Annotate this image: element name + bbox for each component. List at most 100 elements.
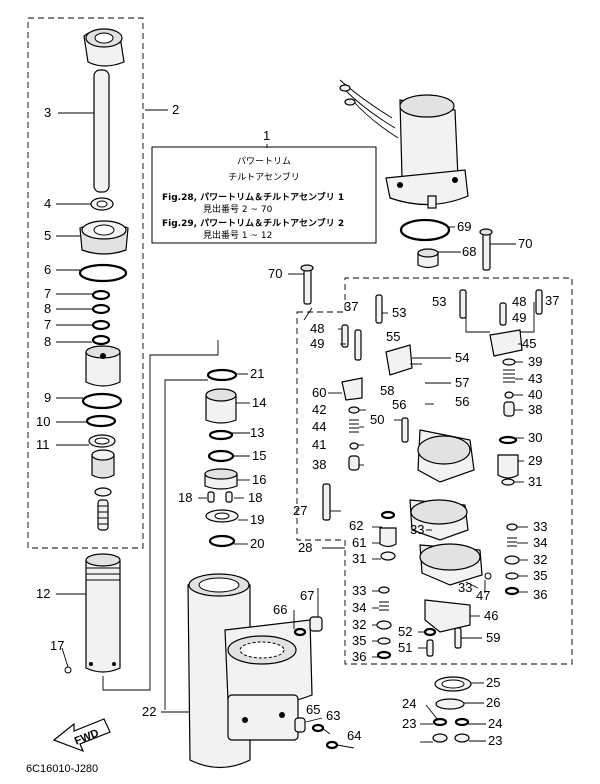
callout-44: 44 xyxy=(312,419,326,434)
callout-68: 68 xyxy=(462,244,476,259)
callout-35b: 35 xyxy=(352,633,366,648)
callout-37a: 37 xyxy=(344,299,358,314)
callout-40: 40 xyxy=(528,387,542,402)
callout-24b: 24 xyxy=(488,716,502,731)
callout-43: 43 xyxy=(528,371,542,386)
callout-2: 2 xyxy=(172,102,179,117)
callout-7b: 7 xyxy=(44,317,51,332)
callout-49a: 49 xyxy=(310,336,324,351)
callout-57: 57 xyxy=(455,375,469,390)
title-line-5: Fig.29, パワートリム＆チルトアセンブリ 2 xyxy=(162,217,344,229)
callout-25: 25 xyxy=(486,675,500,690)
title-line-6: 見出番号 1 ~ 12 xyxy=(203,229,272,241)
callout-48a: 48 xyxy=(310,321,324,336)
tilt-rod-assembly xyxy=(64,28,219,691)
group-box-28 xyxy=(296,277,573,665)
callout-47: 47 xyxy=(476,588,490,603)
callout-18a: 18 xyxy=(178,490,192,505)
title-box: パワートリム チルトアセンブリ Fig.28, パワートリム＆チルトアセンブリ … xyxy=(151,146,377,244)
pump-assembly xyxy=(300,228,543,660)
callout-63: 63 xyxy=(326,708,340,723)
callout-23b: 23 xyxy=(488,733,502,748)
callout-69: 69 xyxy=(457,219,471,234)
callout-56b: 56 xyxy=(455,394,469,409)
callout-36b: 36 xyxy=(352,649,366,664)
callout-18b: 18 xyxy=(248,490,262,505)
callout-31a: 31 xyxy=(528,474,542,489)
callout-58: 58 xyxy=(380,383,394,398)
callout-33b: 33 xyxy=(533,519,547,534)
callout-26: 26 xyxy=(486,695,500,710)
callout-16: 16 xyxy=(252,472,266,487)
trim-motor xyxy=(339,79,469,269)
callout-53a: 53 xyxy=(392,305,406,320)
callout-9: 9 xyxy=(44,390,51,405)
callout-59: 59 xyxy=(486,630,500,645)
callout-32a: 32 xyxy=(533,552,547,567)
callout-6: 6 xyxy=(44,262,51,277)
title-line-3: Fig.28, パワートリム＆チルトアセンブリ 1 xyxy=(162,191,344,203)
callout-60: 60 xyxy=(312,385,326,400)
callout-19: 19 xyxy=(250,512,264,527)
fwd-arrow: FWD xyxy=(52,718,111,753)
callout-27: 27 xyxy=(293,503,307,518)
callout-31b: 31 xyxy=(352,551,366,566)
callout-51: 51 xyxy=(398,640,412,655)
callout-8b: 8 xyxy=(44,334,51,349)
callout-15: 15 xyxy=(252,448,266,463)
tilt-cylinder-internals xyxy=(164,368,239,710)
callout-64: 64 xyxy=(347,728,361,743)
callout-67: 67 xyxy=(300,588,314,603)
callout-5: 5 xyxy=(44,228,51,243)
callout-1: 1 xyxy=(263,128,270,143)
callout-10: 10 xyxy=(36,414,50,429)
callout-14: 14 xyxy=(252,395,266,410)
callout-46: 46 xyxy=(484,608,498,623)
callout-labels: 1 2 3 4 5 6 7 8 7 8 9 10 11 12 13 14 15 … xyxy=(36,102,559,748)
callout-28: 28 xyxy=(298,540,312,555)
title-line-2: チルトアセンブリ xyxy=(228,171,300,183)
callout-32b: 32 xyxy=(352,617,366,632)
callout-36a: 36 xyxy=(533,587,547,602)
callout-41: 41 xyxy=(312,437,326,452)
callout-34a: 34 xyxy=(533,535,547,550)
callout-42: 42 xyxy=(312,402,326,417)
callout-66: 66 xyxy=(273,602,287,617)
callout-24a: 24 xyxy=(402,696,416,711)
title-line-1: パワートリム xyxy=(237,156,291,167)
leader-lines xyxy=(56,109,535,749)
seal-set xyxy=(432,676,472,743)
title-line-4: 見出番号 2 ~ 70 xyxy=(203,203,273,215)
callout-50: 50 xyxy=(370,412,384,427)
callout-54: 54 xyxy=(455,350,469,365)
callout-62: 62 xyxy=(349,518,363,533)
callout-11: 11 xyxy=(36,437,50,452)
callout-7a: 7 xyxy=(44,286,51,301)
callout-34b: 34 xyxy=(352,600,366,615)
callout-48b: 48 xyxy=(512,294,526,309)
callout-20: 20 xyxy=(250,536,264,551)
callout-4: 4 xyxy=(44,196,51,211)
callout-70a: 70 xyxy=(268,266,282,281)
callout-55: 55 xyxy=(386,329,400,344)
callout-53b: 53 xyxy=(432,294,446,309)
callout-45: 45 xyxy=(522,336,536,351)
body-fittings xyxy=(293,616,339,750)
callout-65: 65 xyxy=(306,702,320,717)
callout-39: 39 xyxy=(528,354,542,369)
callout-33c: 33 xyxy=(352,583,366,598)
callout-3: 3 xyxy=(44,105,51,120)
cylinder-body xyxy=(187,573,313,769)
callout-38a: 38 xyxy=(528,402,542,417)
callout-29: 29 xyxy=(528,453,542,468)
group-box-2 xyxy=(27,17,144,549)
callout-37b: 37 xyxy=(545,293,559,308)
callout-38b: 38 xyxy=(312,457,326,472)
callout-23a: 23 xyxy=(402,716,416,731)
callout-13: 13 xyxy=(250,425,264,440)
callout-33a: 33 xyxy=(410,522,424,537)
drawing-code: 6C16010-J280 xyxy=(26,763,98,775)
callout-17: 17 xyxy=(50,638,64,653)
callout-70b: 70 xyxy=(518,236,532,251)
